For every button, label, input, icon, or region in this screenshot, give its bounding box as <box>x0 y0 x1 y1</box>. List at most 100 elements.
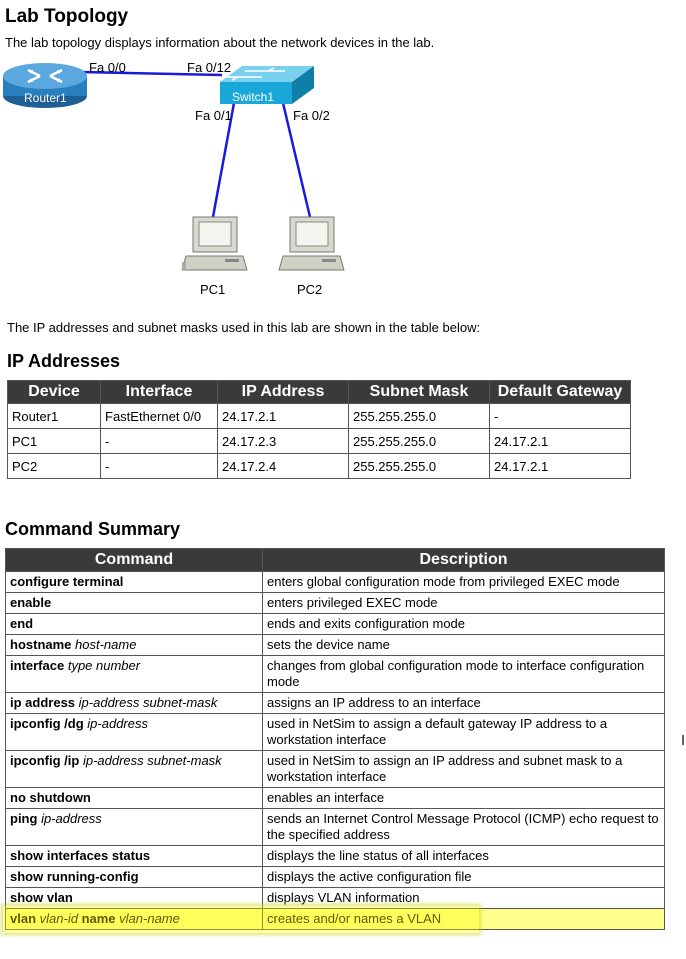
command-keyword: ping <box>10 811 38 826</box>
table-row: end ends and exits configuration mode <box>5 613 665 635</box>
command-section-title: Command Summary <box>5 519 181 539</box>
cell: 255.255.255.0 <box>348 403 490 429</box>
pc2-icon[interactable] <box>278 216 345 271</box>
table-row: Router1 FastEthernet 0/0 24.17.2.1 255.2… <box>7 403 631 429</box>
command-keyword: show running-config <box>10 869 139 884</box>
command-argument: vlan-name <box>119 911 180 926</box>
router-port-label: Fa 0/0 <box>89 60 126 75</box>
command-cell: ipconfig /dg ip-address <box>5 713 263 751</box>
command-cell: vlan vlan-id name vlan-name <box>5 908 263 930</box>
command-cell: ip address ip-address subnet-mask <box>5 692 263 714</box>
command-argument: ip-address subnet-mask <box>78 695 218 710</box>
switch-icon[interactable] <box>220 66 314 104</box>
edge-mark <box>682 735 684 745</box>
command-keyword: hostname <box>10 637 72 652</box>
table-row: PC1 - 24.17.2.3 255.255.255.0 24.17.2.1 <box>7 428 631 454</box>
ip-address-table: Device Interface IP Address Subnet Mask … <box>7 380 631 479</box>
command-keyword: show vlan <box>10 890 73 905</box>
description-cell: displays the active configuration file <box>262 866 665 888</box>
command-keyword: end <box>10 616 34 631</box>
description-cell: assigns an IP address to an interface <box>262 692 665 714</box>
command-cell: interface type number <box>5 655 263 693</box>
command-cell: hostname host-name <box>5 634 263 656</box>
command-cell: show vlan <box>5 887 263 909</box>
cell: 24.17.2.1 <box>217 403 349 429</box>
description-cell: enables an interface <box>262 787 665 809</box>
col-description: Description <box>262 548 665 572</box>
description-cell: used in NetSim to assign a default gatew… <box>262 713 665 751</box>
cell: Router1 <box>7 403 101 429</box>
command-cell: ping ip-address <box>5 808 263 846</box>
command-cell: show interfaces status <box>5 845 263 867</box>
command-keyword: no shutdown <box>10 790 91 805</box>
cell: 255.255.255.0 <box>348 453 490 479</box>
switch-uplink-port-label: Fa 0/12 <box>187 60 231 75</box>
command-keyword: interface <box>10 658 65 673</box>
cell: - <box>100 428 218 454</box>
cell: 24.17.2.3 <box>217 428 349 454</box>
ip-section-title: IP Addresses <box>7 351 121 371</box>
pc1-icon[interactable] <box>181 216 248 271</box>
command-summary-table: Command Description configure terminal en… <box>5 548 665 930</box>
table-row: show vlan displays VLAN information <box>5 887 665 909</box>
col-interface: Interface <box>100 380 218 404</box>
table-row: configure terminal enters global configur… <box>5 571 665 593</box>
command-cell: show running-config <box>5 866 263 888</box>
cell: 24.17.2.4 <box>217 453 349 479</box>
table-row: no shutdown enables an interface <box>5 787 665 809</box>
router-icon[interactable] <box>3 63 87 108</box>
description-cell: displays the line status of all interfac… <box>262 845 665 867</box>
command-keyword: ipconfig /dg <box>10 716 84 731</box>
description-cell: displays VLAN information <box>262 887 665 909</box>
command-table-header-row: Command Description <box>5 548 665 572</box>
switch-label: Switch1 <box>232 90 274 104</box>
cell: - <box>100 453 218 479</box>
command-cell: enable <box>5 592 263 614</box>
description-cell: enters global configuration mode from pr… <box>262 571 665 593</box>
cell: PC2 <box>7 453 101 479</box>
link-switch-pc1 <box>211 102 236 218</box>
description-cell: sends an Internet Control Message Protoc… <box>262 808 665 846</box>
description-cell: enters privileged EXEC mode <box>262 592 665 614</box>
description-cell: ends and exits configuration mode <box>262 613 665 635</box>
description-cell: sets the device name <box>262 634 665 656</box>
command-cell: end <box>5 613 263 635</box>
command-argument: vlan-id <box>39 911 78 926</box>
description-cell: used in NetSim to assign an IP address a… <box>262 750 665 788</box>
command-cell: no shutdown <box>5 787 263 809</box>
pc1-label: PC1 <box>200 282 225 297</box>
ip-table-header-row: Device Interface IP Address Subnet Mask … <box>7 380 631 404</box>
ip-table-note: The IP addresses and subnet masks used i… <box>7 320 481 335</box>
table-row: show running-config displays the active c… <box>5 866 665 888</box>
link-switch-pc2 <box>281 102 312 218</box>
command-cell: ipconfig /ip ip-address subnet-mask <box>5 750 263 788</box>
command-keyword: name <box>81 911 116 926</box>
cell: - <box>489 403 631 429</box>
cell: 255.255.255.0 <box>348 428 490 454</box>
page-title: Lab Topology <box>5 6 129 27</box>
command-argument: ip-address subnet-mask <box>82 753 222 768</box>
col-subnet-mask: Subnet Mask <box>348 380 490 404</box>
table-row: PC2 - 24.17.2.4 255.255.255.0 24.17.2.1 <box>7 453 631 479</box>
col-default-gateway: Default Gateway <box>489 380 631 404</box>
switch-port-pc1-label: Fa 0/1 <box>195 108 232 123</box>
cell: 24.17.2.1 <box>489 453 631 479</box>
switch-port-pc2-label: Fa 0/2 <box>293 108 330 123</box>
command-cell: configure terminal <box>5 571 263 593</box>
link-router-switch <box>79 70 223 77</box>
router-label: Router1 <box>24 91 67 105</box>
command-argument: ip-address <box>87 716 148 731</box>
cell: PC1 <box>7 428 101 454</box>
cell: FastEthernet 0/0 <box>100 403 218 429</box>
command-keyword: configure terminal <box>10 574 124 589</box>
topology-diagram: Router1 Switch1 Fa 0/0 Fa 0/12 Fa 0/1 Fa… <box>3 60 345 297</box>
